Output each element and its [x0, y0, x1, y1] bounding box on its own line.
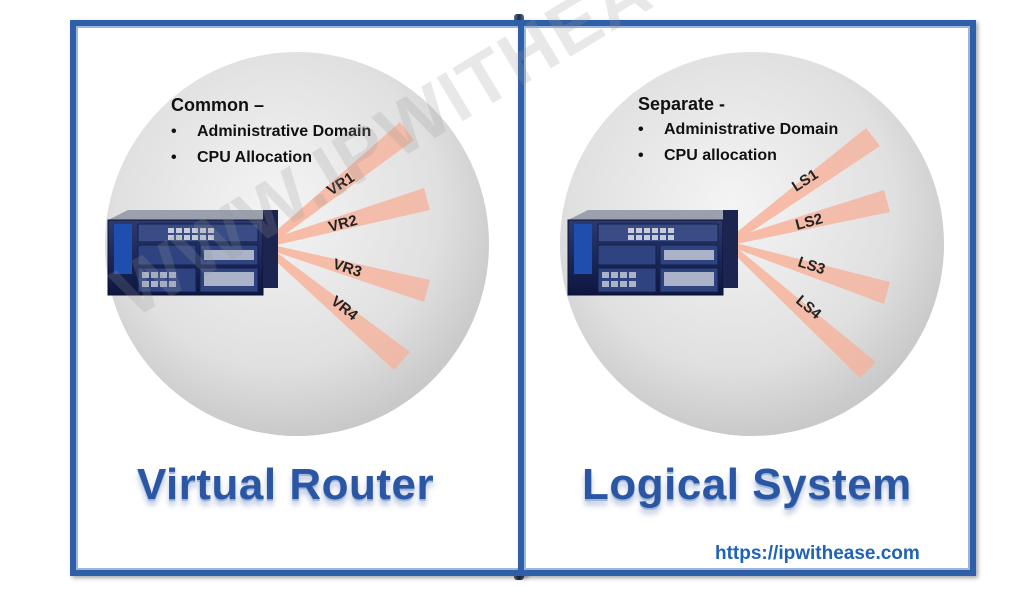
- router-device-left: [107, 210, 278, 296]
- beam-ls1: [732, 128, 880, 242]
- logical-system-title: Logical System: [582, 460, 912, 509]
- beam-label-ls2: LS2: [794, 210, 825, 234]
- virtual-router-title: Virtual Router: [137, 460, 435, 509]
- right-beams: [730, 128, 890, 378]
- left-bullet-cpu: •CPU Allocation: [171, 149, 312, 166]
- beam-ls4: [730, 244, 876, 378]
- beam-vr1: [268, 122, 414, 244]
- left-heading: Common –: [171, 95, 265, 115]
- left-bullet-admin-domain: •Administrative Domain: [171, 123, 372, 140]
- right-bullet-cpu: •CPU allocation: [638, 147, 777, 164]
- router-device-right: [567, 210, 738, 296]
- beam-ls3: [732, 242, 890, 304]
- right-bullet-admin-domain: •Administrative Domain: [638, 121, 839, 138]
- left-beams: [266, 122, 430, 370]
- beam-ls2: [732, 190, 890, 244]
- right-heading: Separate -: [638, 94, 726, 114]
- beam-vr3: [268, 244, 430, 302]
- beam-vr4: [266, 246, 410, 370]
- beam-label-vr2: VR2: [327, 212, 360, 236]
- site-url: https://ipwithease.com: [715, 543, 920, 564]
- beam-vr2: [268, 188, 430, 246]
